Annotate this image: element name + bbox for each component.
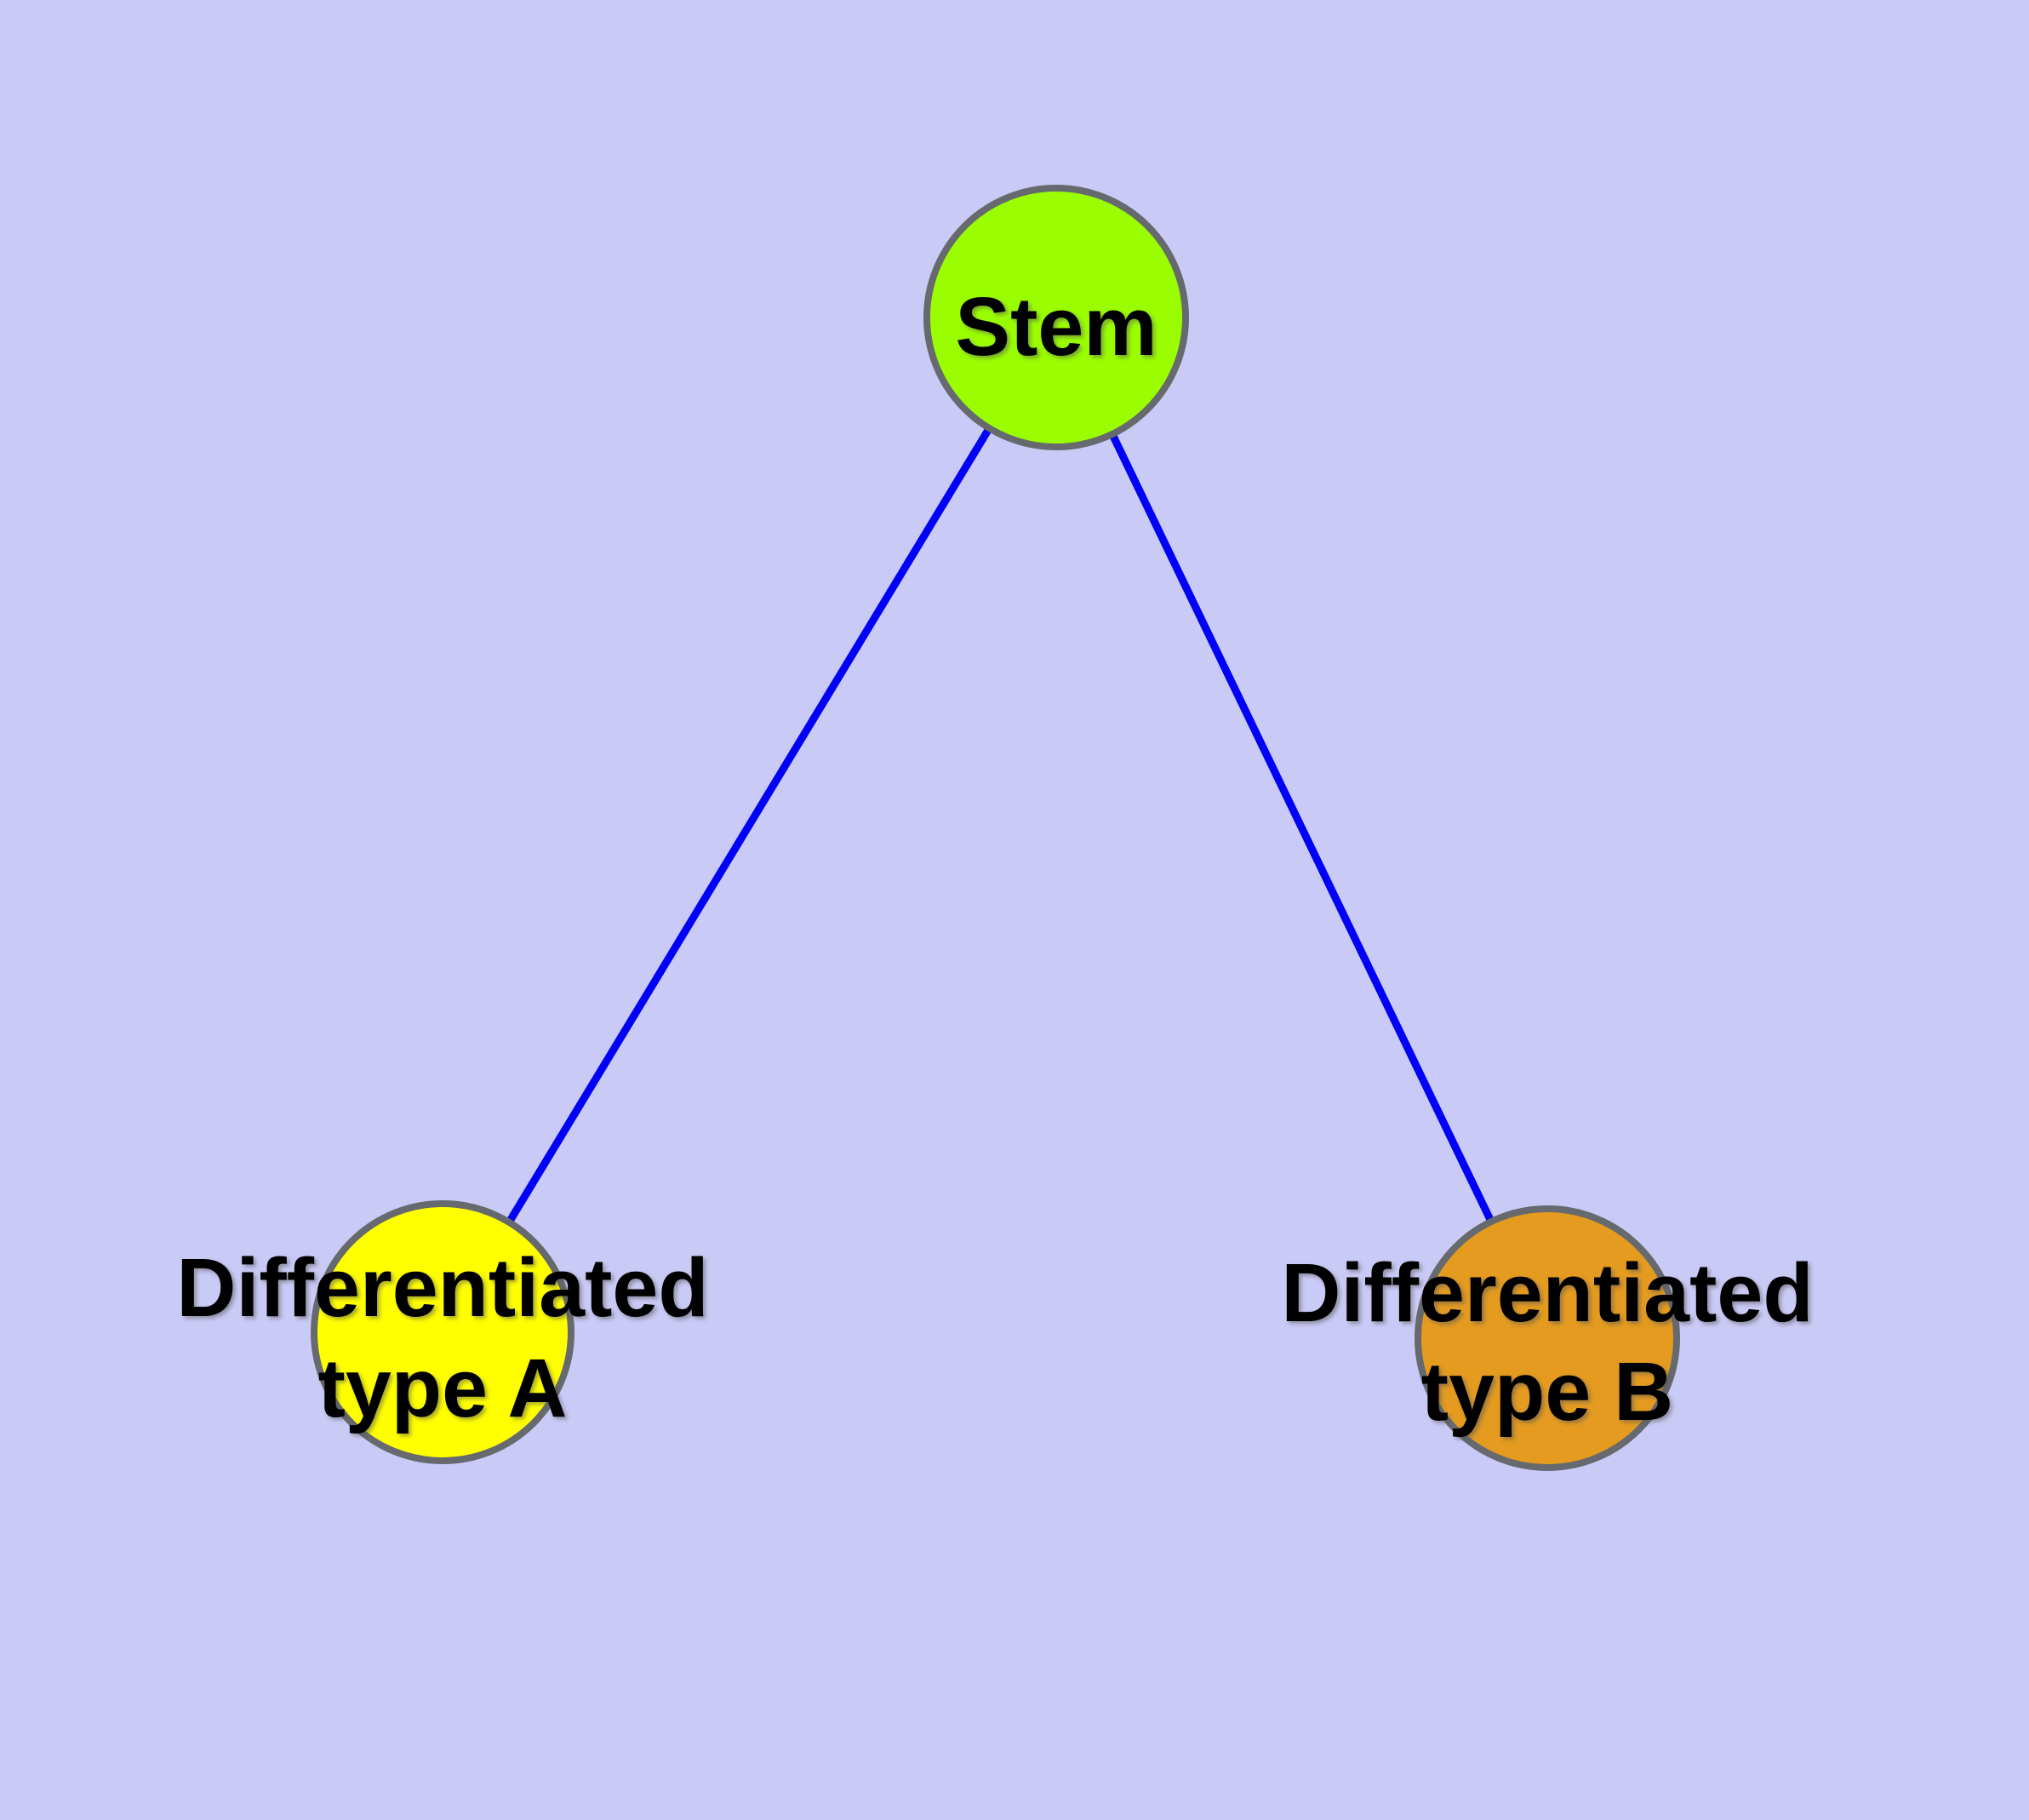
node-stem-label: Stem (955, 280, 1157, 373)
node-type-b-label-line-1: Differentiated (1281, 1246, 1813, 1339)
node-type-a-label-line-2: type A (318, 1342, 568, 1434)
node-type-b-label-line-2: type B (1421, 1345, 1673, 1438)
node-stem-circle (923, 185, 1189, 450)
edge-stem-to-type-a (439, 315, 1060, 1335)
node-type-b-circle (1415, 1205, 1680, 1471)
edge-stem-to-type-b (1052, 316, 1552, 1340)
node-type-a-label-line-1: Differentiated (176, 1241, 708, 1334)
node-type-a-circle (311, 1200, 574, 1464)
